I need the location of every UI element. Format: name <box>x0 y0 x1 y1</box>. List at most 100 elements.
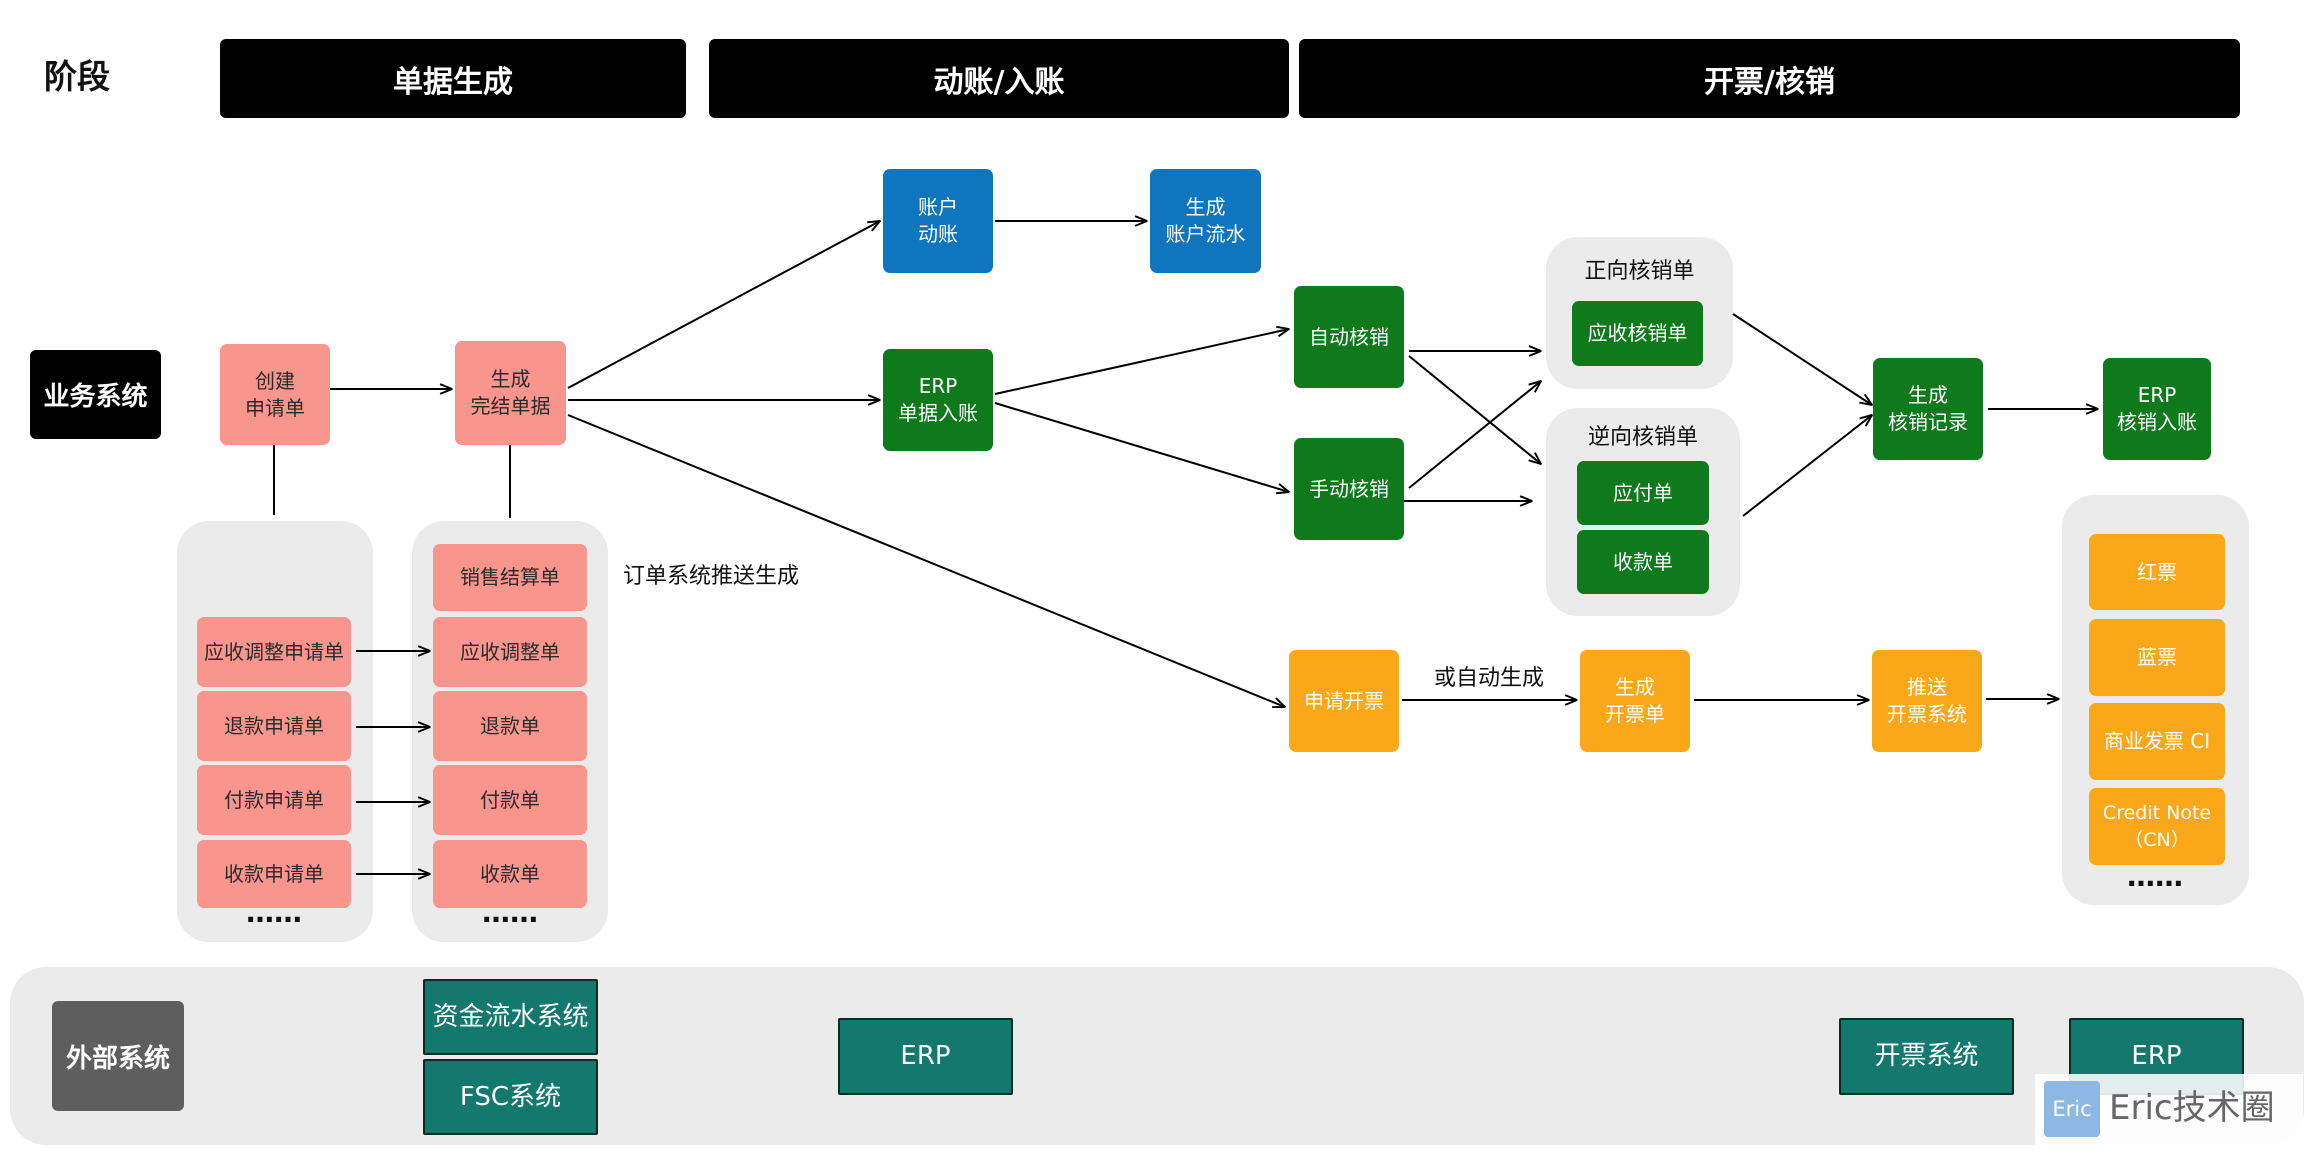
doc-more-ellipsis: …… <box>482 896 538 929</box>
writeoff-record-line-2: 核销记录 <box>1888 410 1968 434</box>
request-more-ellipsis: …… <box>246 896 302 929</box>
generate-writeoff-record-node: 生成 核销记录 <box>1873 358 1983 460</box>
business-system-text: 业务系统 <box>43 382 148 412</box>
invoice-type-commercial: 商业发票 CI <box>2089 703 2225 780</box>
external-fsc-system: FSC系统 <box>423 1059 598 1135</box>
erp-writeoff-posting-node: ERP 核销入账 <box>2103 358 2211 460</box>
watermark-text: Eric技术圈 <box>2109 1088 2275 1128</box>
external-system-name: ERP <box>2131 1041 2182 1071</box>
arrow-reverse-to-record <box>1742 415 1872 517</box>
push-invoice-line-2: 开票系统 <box>1887 702 1967 726</box>
account-posting-line-1: 账户 <box>918 195 958 219</box>
manual-writeoff-label: 手动核销 <box>1309 476 1389 501</box>
invoice-type-label: 商业发票 CI <box>2103 729 2211 753</box>
forward-item-receivable-writeoff: 应收核销单 <box>1572 301 1703 366</box>
forward-writeoff-title: 正向核销单 <box>1584 259 1695 284</box>
watermark-logo: Eric <box>2044 1081 2100 1137</box>
forward-item-label: 应收核销单 <box>1587 321 1688 345</box>
doc-item-label: 应收调整单 <box>460 639 560 664</box>
arrow-manual-to-forward <box>1408 381 1541 489</box>
arrow-auto-to-reverse <box>1408 355 1541 464</box>
doc-item-sales-settlement: 销售结算单 <box>433 544 587 611</box>
doc-item-label: 退款单 <box>480 713 540 738</box>
request-item-payment: 付款申请单 <box>197 765 351 835</box>
invoice-type-label-line-1: Credit Note <box>2102 801 2212 824</box>
request-item-label: 退款申请单 <box>224 713 324 738</box>
invoice-type-label: 红票 <box>2137 559 2177 584</box>
arrow-erp-posting-to-auto-writeoff <box>994 329 1289 395</box>
reverse-item-receipt: 收款单 <box>1577 530 1709 594</box>
phase-label-invoice-writeoff: 开票/核销 <box>1704 64 1835 100</box>
external-system-text: 外部系统 <box>65 1043 170 1074</box>
stage-label: 阶段 <box>44 57 110 96</box>
auto-writeoff-label: 自动核销 <box>1309 324 1389 349</box>
erp-writeoff-line-2: 核销入账 <box>2117 410 2197 434</box>
external-invoice-system: 开票系统 <box>1839 1018 2014 1095</box>
generate-completed-doc-node: 生成 完结单据 <box>455 341 566 445</box>
apply-invoice-label: 申请开票 <box>1304 688 1384 713</box>
phase-bar-posting: 动账/入账 <box>709 39 1289 118</box>
generate-completed-doc-line-1: 生成 <box>490 367 531 391</box>
arrow-forward-to-record <box>1732 313 1872 405</box>
invoice-more-ellipsis: …… <box>2127 860 2183 893</box>
phase-bar-invoice-writeoff: 开票/核销 <box>1299 39 2240 118</box>
push-invoice-line-1: 推送 <box>1907 675 1947 699</box>
create-request-line-1: 创建 <box>255 368 295 393</box>
reverse-item-payable: 应付单 <box>1577 461 1709 525</box>
manual-writeoff-node: 手动核销 <box>1294 438 1404 540</box>
generate-invoice-line-1: 生成 <box>1615 675 1655 699</box>
watermark-logo-text: Eric <box>2052 1097 2092 1121</box>
erp-writeoff-line-1: ERP <box>2137 383 2177 407</box>
push-invoice-system-node: 推送 开票系统 <box>1872 650 1982 752</box>
phase-label-document-generation: 单据生成 <box>393 64 513 100</box>
request-item-receivable-adjustment: 应收调整申请单 <box>197 617 351 687</box>
erp-doc-posting-line-1: ERP <box>918 374 958 398</box>
generate-invoice-line-2: 开票单 <box>1605 702 1665 726</box>
auto-generate-note: 或自动生成 <box>1434 666 1545 691</box>
arrow-complete-to-account-posting <box>567 221 880 389</box>
erp-doc-posting-node: ERP 单据入账 <box>883 349 993 451</box>
business-system-label: 业务系统 <box>30 350 161 439</box>
erp-doc-posting-line-2: 单据入账 <box>898 401 978 425</box>
phase-label-posting: 动账/入账 <box>933 64 1065 100</box>
request-item-label: 付款申请单 <box>224 787 324 812</box>
external-erp-posting: ERP <box>838 1018 1013 1095</box>
request-item-receipt: 收款申请单 <box>197 840 351 908</box>
external-system-label: 外部系统 <box>52 1001 184 1111</box>
create-request-node: 创建 申请单 <box>220 344 330 445</box>
invoice-type-label: 蓝票 <box>2137 645 2177 669</box>
doc-item-refund: 退款单 <box>433 691 587 761</box>
external-system-name: 开票系统 <box>1874 1041 1979 1071</box>
request-item-label: 收款申请单 <box>224 861 324 886</box>
generate-invoice-node: 生成 开票单 <box>1580 650 1690 752</box>
generate-completed-doc-line-2: 完结单据 <box>470 394 551 418</box>
invoice-type-label-line-2: （CN） <box>2124 828 2190 851</box>
auto-writeoff-node: 自动核销 <box>1294 286 1404 388</box>
account-flow-line-2: 账户流水 <box>1165 222 1246 246</box>
invoice-type-red: 红票 <box>2089 534 2225 610</box>
request-item-label: 应收调整申请单 <box>204 639 344 664</box>
doc-item-receipt: 收款单 <box>433 840 587 908</box>
external-system-name: 资金流水系统 <box>432 1001 589 1032</box>
doc-item-payment: 付款单 <box>433 765 587 835</box>
doc-item-label: 付款单 <box>480 787 540 812</box>
reverse-item-label: 收款单 <box>1613 549 1673 574</box>
reverse-writeoff-title: 逆向核销单 <box>1587 425 1698 450</box>
create-request-line-2: 申请单 <box>245 395 305 420</box>
writeoff-record-line-1: 生成 <box>1908 383 1948 407</box>
external-system-name: FSC系统 <box>459 1081 562 1112</box>
invoice-type-blue: 蓝票 <box>2089 619 2225 696</box>
arrow-erp-posting-to-manual-writeoff <box>994 402 1289 492</box>
reverse-item-label: 应付单 <box>1613 480 1673 505</box>
apply-invoice-node: 申请开票 <box>1289 650 1399 752</box>
account-flow-line-1: 生成 <box>1185 195 1226 219</box>
doc-item-label: 收款单 <box>480 861 540 886</box>
account-posting-line-2: 动账 <box>918 222 958 246</box>
generate-account-flow-node: 生成 账户流水 <box>1150 169 1261 273</box>
arrow-complete-to-apply-invoice <box>567 414 1285 707</box>
external-system-name: ERP <box>900 1041 951 1071</box>
request-item-refund: 退款申请单 <box>197 691 351 761</box>
doc-item-label: 销售结算单 <box>460 565 560 589</box>
invoice-type-credit-note: Credit Note （CN） <box>2089 788 2225 865</box>
order-system-note: 订单系统推送生成 <box>623 564 800 589</box>
